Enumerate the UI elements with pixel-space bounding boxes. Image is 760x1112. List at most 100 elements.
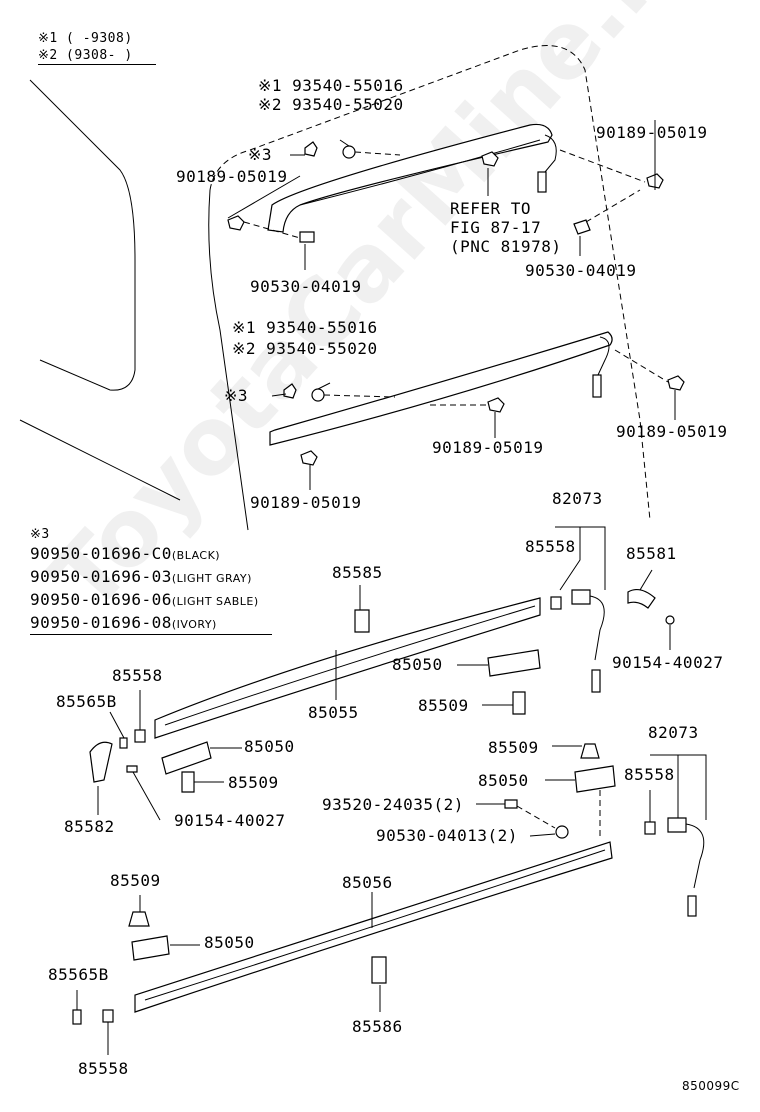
clip-85558-d: [102, 1009, 114, 1023]
note-1: ※1 ( -9308): [38, 31, 133, 46]
cover-85582: [89, 741, 113, 783]
legend-underline: [30, 634, 272, 635]
legend-row: 90950-01696-08(IVORY): [30, 614, 217, 634]
label-93540-b1: ※1 93540-55016: [232, 318, 378, 337]
label-90530-c: 90530-04013(2): [376, 826, 518, 845]
door-outline: [209, 45, 651, 521]
upper-spoiler: [267, 123, 553, 233]
legend-color: (BLACK): [171, 549, 221, 562]
label-90189-b: 90189-05019: [596, 123, 708, 142]
screw-93540-b: [311, 388, 325, 402]
bracket-85585: [354, 609, 370, 633]
label-90530-a: 90530-04019: [250, 277, 362, 296]
screw-90530-a: [299, 231, 315, 243]
nut-90530-c: [555, 825, 569, 839]
label-refer-2: FIG 87-17: [450, 218, 542, 237]
clip-85565b-a: [119, 737, 128, 749]
harness-82073-b: [667, 817, 687, 833]
legend-row: 90950-01696-06(LIGHT SABLE): [30, 591, 259, 611]
legend-code: 90950-01696-03: [30, 567, 172, 586]
clip-90189-a: [227, 215, 245, 231]
legend-color: (LIGHT GRAY): [171, 572, 252, 585]
upper-harness: [544, 134, 557, 173]
label-85558-c: 85558: [624, 765, 675, 784]
label-90189-e: 90189-05019: [250, 493, 362, 512]
screw-90530-b: [573, 219, 591, 235]
label-85558-a: 85558: [525, 537, 576, 556]
middle-harness: [597, 336, 610, 376]
label-85586: 85586: [352, 1017, 403, 1036]
label-93540-a1: ※1 93540-55016: [258, 76, 404, 95]
label-85509-b: 85509: [228, 773, 279, 792]
screw-90154-a: [665, 615, 675, 625]
screw-93540-a: [342, 145, 356, 159]
clip-85565b-b: [72, 1009, 82, 1025]
label-90189-a: 90189-05019: [176, 167, 288, 186]
door-left-edge: [208, 189, 249, 531]
bracket-85509-b: [181, 771, 195, 793]
label-85582: 85582: [64, 817, 115, 836]
label-85558-d: 85558: [78, 1059, 129, 1078]
label-90189-d: 90189-05019: [616, 422, 728, 441]
clip-x3-b: [283, 383, 297, 399]
cover-85050-c: [131, 935, 170, 961]
label-85565b-b: 85565B: [48, 965, 109, 984]
label-93520: 93520-24035(2): [322, 795, 464, 814]
clip-x3-a: [304, 141, 318, 157]
clip-90189-c: [487, 397, 505, 413]
clip-90189-d: [667, 375, 685, 391]
label-85055: 85055: [308, 703, 359, 722]
cover-85050-a: [487, 649, 541, 677]
label-refer-1: REFER TO: [450, 199, 532, 218]
clip-85558-b: [134, 729, 146, 743]
legend-code: 90950-01696-08: [30, 613, 172, 632]
clip-85558-c: [644, 821, 656, 835]
clip-refer: [481, 151, 499, 167]
label-refer-3: (PNC 81978): [450, 237, 562, 256]
label-85565b-a: 85565B: [56, 692, 117, 711]
label-85581: 85581: [626, 544, 677, 563]
bracket-85586: [371, 956, 387, 984]
cover-85581: [627, 588, 656, 609]
bracket-85509-a: [512, 691, 526, 715]
screw-90154-b: [126, 765, 138, 773]
label-93540-a2: ※2 93540-55020: [258, 95, 404, 114]
label-85050-d: 85050: [204, 933, 255, 952]
label-93540-b2: ※2 93540-55020: [232, 339, 378, 358]
cover-85050-d: [574, 765, 616, 793]
window-glass-outline: [29, 79, 136, 391]
middle-garnish: [269, 331, 613, 446]
label-90189-c: 90189-05019: [432, 438, 544, 457]
label-82073-a: 82073: [552, 489, 603, 508]
label-90154-b: 90154-40027: [174, 811, 286, 830]
legend-title: ※3: [30, 527, 50, 542]
legend-row: 90950-01696-C0(BLACK): [30, 545, 220, 565]
label-x3-a: ※3: [248, 145, 273, 164]
bracket-85509-c: [128, 911, 150, 927]
label-85056: 85056: [342, 873, 393, 892]
label-85558-b: 85558: [112, 666, 163, 685]
cover-85050-b: [161, 741, 212, 775]
label-85509-c: 85509: [488, 738, 539, 757]
legend-color: (LIGHT SABLE): [171, 595, 259, 608]
label-85509-d: 85509: [110, 871, 161, 890]
clip-90189-e: [300, 450, 318, 466]
harness-82073-a: [571, 589, 591, 605]
note-underline: [38, 64, 156, 65]
spoiler-85056: [134, 841, 613, 1013]
label-85585: 85585: [332, 563, 383, 582]
note-2: ※2 (9308- ): [38, 48, 133, 63]
label-x3-b: ※3: [224, 386, 249, 405]
label-90530-b: 90530-04019: [525, 261, 637, 280]
clip-85558-a: [550, 596, 562, 610]
body-line: [19, 419, 181, 501]
legend-color: (IVORY): [171, 618, 217, 631]
legend-code: 90950-01696-C0: [30, 544, 172, 563]
legend-code: 90950-01696-06: [30, 590, 172, 609]
label-85050-c: 85050: [478, 771, 529, 790]
spoiler-85055: [154, 597, 541, 739]
label-85050-b: 85050: [244, 737, 295, 756]
label-85050-a: 85050: [392, 655, 443, 674]
